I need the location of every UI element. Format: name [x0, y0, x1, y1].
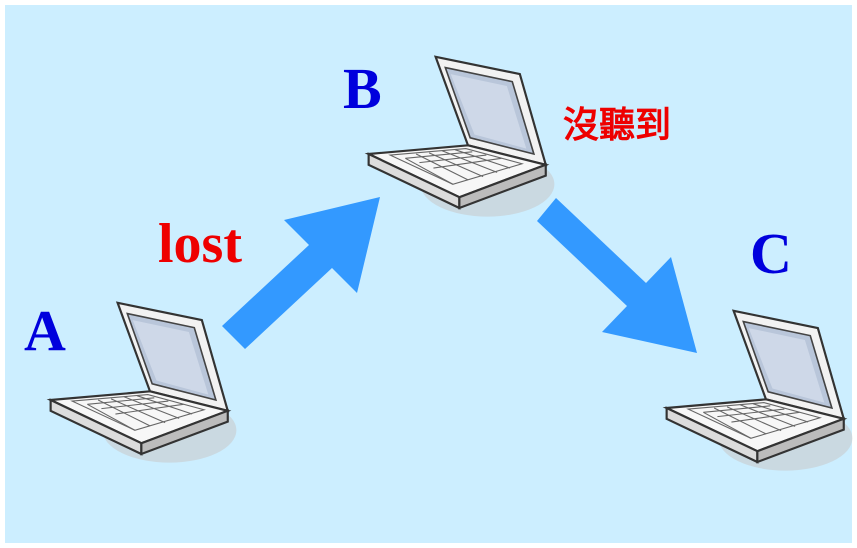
annotation-not-heard: 沒聽到 — [563, 104, 671, 146]
arrow-a-to-b — [222, 197, 380, 349]
node-label-c: C — [750, 221, 792, 286]
node-label-b: B — [343, 56, 382, 121]
diagram-background — [5, 5, 852, 543]
annotation-lost: lost — [158, 213, 242, 275]
node-label-a: A — [24, 298, 66, 363]
arrow-b-to-c — [537, 198, 697, 353]
